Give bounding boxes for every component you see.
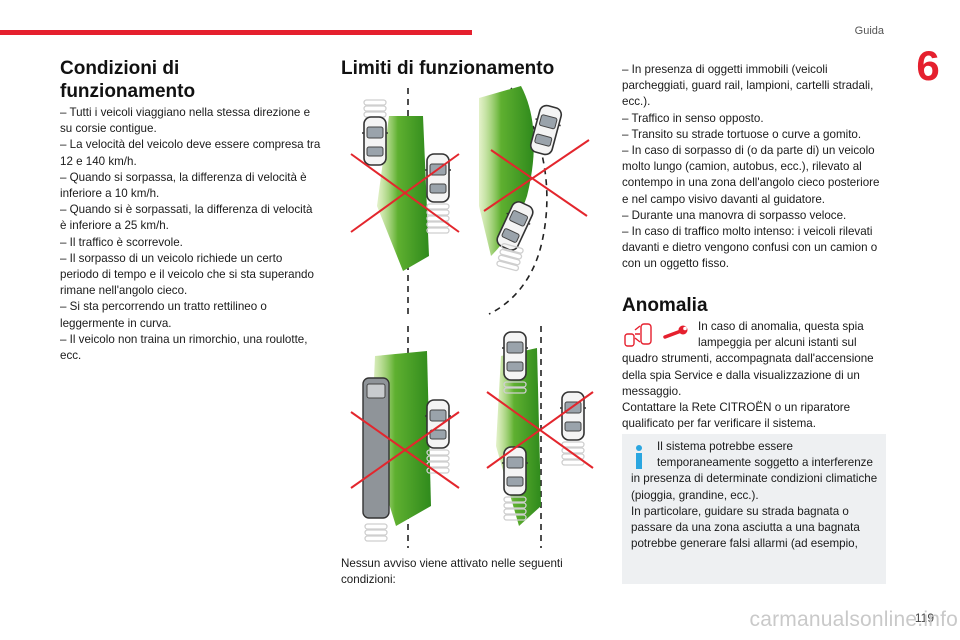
- info-note-box: [622, 434, 886, 584]
- conditions-item: – Tutti i veicoli viaggiano nella stessa…: [60, 106, 311, 136]
- chapter-number: 6: [916, 42, 940, 89]
- panel-tight-curve: [479, 86, 590, 315]
- limits-item: – Transito su strade tortuose o curve a …: [622, 127, 862, 141]
- watermark: carmanualsonline.info: [749, 608, 958, 631]
- conditions-list: – Tutti i veicoli viaggiano nella stessa…: [60, 105, 322, 364]
- limits-heading: Limiti di funzionamento: [341, 58, 555, 79]
- panel-long-vehicle: [350, 326, 460, 548]
- page-number: 119: [914, 611, 934, 625]
- limits-item: – In caso di sorpasso di (o da parte di)…: [622, 144, 880, 206]
- limits-item: – Traffico in senso opposto.: [622, 111, 764, 125]
- limits-list: – In presenza di oggetti immobili (veico…: [622, 62, 888, 273]
- conditions-item: – Il veicolo non traina un rimorchio, un…: [60, 332, 308, 363]
- note-text-1: Il sistema potrebbe essere temporaneamen…: [631, 440, 878, 502]
- conditions-item: – Quando si sorpassa, la differenza di v…: [60, 170, 307, 201]
- panel-parked-vehicle: [350, 88, 460, 314]
- conditions-heading: Condizioni di funzionamento: [60, 58, 196, 102]
- anomaly-description: In caso di anomalia, questa spia lampegg…: [622, 319, 888, 432]
- info-icon: [636, 445, 642, 469]
- panel-heavy-traffic: [486, 326, 594, 548]
- conditions-item: – Quando si è sorpassati, la differenza …: [60, 203, 313, 233]
- limits-item: – In presenza di oggetti immobili (veico…: [622, 63, 874, 109]
- conditions-item: – Si sta percorrendo un tratto rettiline…: [60, 300, 267, 330]
- section-running-head: Guida: [854, 25, 884, 37]
- anomaly-text-1: In caso di anomalia, questa spia lampegg…: [622, 320, 874, 398]
- limits-caption: Nessun avviso viene attivato nelle segue…: [341, 557, 563, 587]
- conditions-item: – Il sorpasso di un veicolo richiede un …: [60, 251, 314, 298]
- limits-item: – In caso di traffico molto intenso: i v…: [622, 225, 878, 271]
- limits-item: – Durante una manovra di sorpasso veloce…: [622, 208, 847, 222]
- conditions-item: – La velocità del veicolo deve essere co…: [60, 138, 321, 168]
- info-note-text: Il sistema potrebbe essere temporaneamen…: [631, 439, 879, 552]
- limits-illustration: [350, 86, 594, 548]
- note-text-2: In particolare, guidare su strada bagnat…: [631, 504, 860, 551]
- blind-spot-warning-icon: [624, 323, 652, 347]
- anomaly-heading: Anomalia: [622, 295, 708, 316]
- header-red-bar: [0, 30, 472, 35]
- service-wrench-icon: [663, 325, 688, 339]
- conditions-item: – Il traffico è scorrevole.: [60, 235, 183, 249]
- anomaly-icons: [624, 323, 688, 347]
- anomaly-text-2: Contattare la Rete CITROËN o un riparato…: [622, 401, 851, 431]
